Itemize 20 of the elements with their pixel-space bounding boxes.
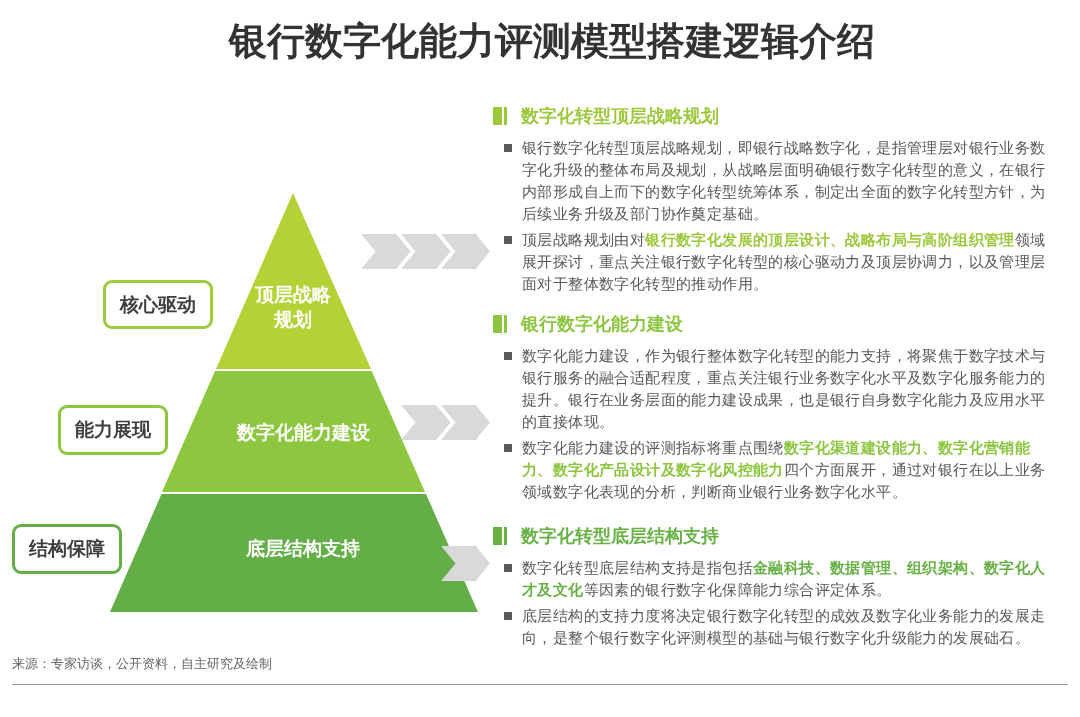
page-title: 银行数字化能力评测模型搭建逻辑介绍 (229, 18, 875, 65)
category-label: 核心驱动 (103, 280, 213, 329)
section-heading: 银行数字化能力建设 (521, 313, 683, 336)
tier-label: 底层结构支持 (246, 535, 360, 561)
bullet-paragraph: 数字化能力建设的评测指标将重点围绕数字化渠道建设能力、数字化营销能力、数字化产品设计及数字化风控能力四个方面展开，通过对银行在以上业务领域数字化表现的分析，判断商业银行业务数字化水平。 (522, 438, 1047, 503)
bullet-paragraph: 顶层战略规划由对银行数字化发展的顶层设计、战略布局与高阶组织管理领域展开探讨，重点关注银行数字化转型的核心驱动力及顶层协调力，以及管理层面对于整体数字化转型的推动作用。 (522, 230, 1047, 295)
chevron-arrow (441, 546, 491, 581)
chevron-arrow (361, 234, 491, 269)
bullet-paragraph: 银行数字化转型顶层战略规划，即银行战略数字化，是指管理层对银行业务数字化升级的整体布局及规划，从战略层面明确银行数字化转型的意义，在银行内部形成自上而下的数字化转型统筹体系，制定出全面的数字化转型方针，为后续业务升级及部门协作奠定基础。 (522, 138, 1047, 225)
section-heading: 数字化转型顶层战略规划 (521, 105, 719, 128)
chevron-arrow (401, 405, 491, 440)
tier-label: 数字化能力建设 (236, 419, 370, 445)
tier-label: 顶层战略规划 (253, 282, 332, 332)
category-label: 能力展现 (58, 405, 168, 455)
bullet-paragraph: 数字化转型底层结构支持是指包括金融科技、数据管理、组织架构、数字化人才及文化等因素的银行数字化保障能力综合评定体系。 (522, 558, 1047, 601)
source-note: 来源：专家访谈，公开资料，自主研究及绘制 (12, 656, 272, 672)
category-label: 结构保障 (12, 524, 122, 574)
section-heading: 数字化转型底层结构支持 (521, 525, 719, 548)
bullet-paragraph: 底层结构的支持力度将决定银行数字化转型的成效及数字化业务能力的发展走向，是整个银行数字化评测模型的基础与银行数字化升级能力的发展础石。 (522, 606, 1047, 649)
bullet-paragraph: 数字化能力建设，作为银行整体数字化转型的能力支持，将聚焦于数字技术与银行服务的融合适配程度，重点关注银行业务数字化水平及数字化服务能力的提升。银行在业务层面的能力建设成果，也是银行自身数字化能力及应用水平的直接体现。 (522, 346, 1047, 433)
